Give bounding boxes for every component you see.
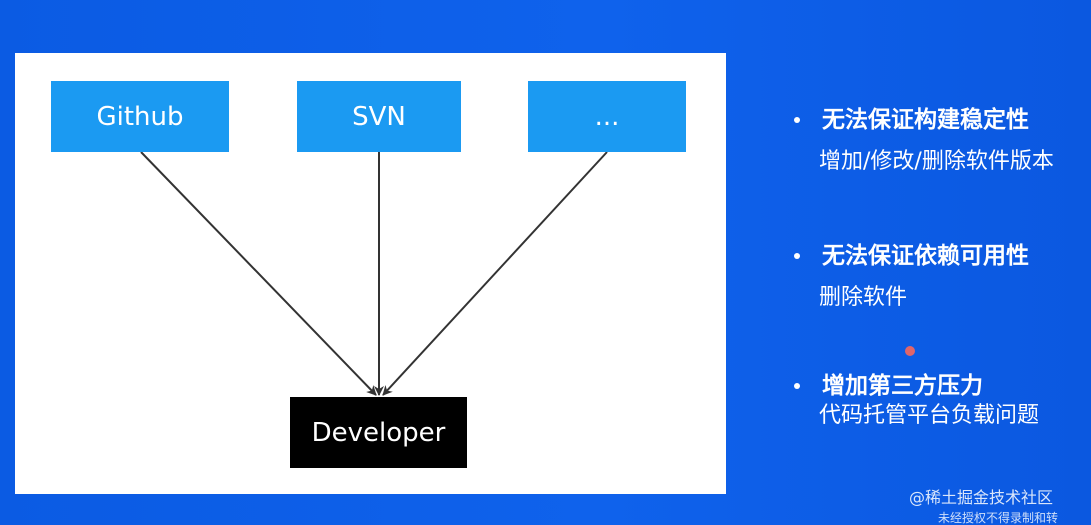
pointer-dot-icon <box>905 346 915 356</box>
note-title: 增加第三方压力 <box>822 373 983 399</box>
note-detail: 代码托管平台负载问题 <box>819 403 1040 428</box>
arrow-more-to-developer <box>382 151 608 396</box>
source-box-more: ... <box>528 81 686 152</box>
note-item: 无法保证构建稳定性 增加/修改/删除软件版本 <box>788 104 1088 176</box>
note-title: 无法保证构建稳定性 <box>822 107 1029 133</box>
note-title-row: 增加第三方压力 <box>788 370 1088 402</box>
bullet-icon <box>794 253 800 259</box>
note-detail: 增加/修改/删除软件版本 <box>819 149 1054 174</box>
diagram-arrows <box>140 151 608 396</box>
source-box-github: Github <box>51 81 229 152</box>
watermark: @稀土掘金技术社区 <box>909 488 1054 507</box>
diagram-canvas: Github SVN ... Developer <box>15 53 726 494</box>
note-title-row: 无法保证构建稳定性 <box>788 104 1088 136</box>
note-item: 增加第三方压力 代码托管平台负载问题 <box>788 370 1088 430</box>
note-detail: 删除软件 <box>819 285 908 310</box>
developer-label: Developer <box>311 417 446 448</box>
arrow-github-to-developer <box>140 151 377 396</box>
developer-box: Developer <box>290 397 467 468</box>
bullet-icon <box>794 117 800 123</box>
watermark-notice: 未经授权不得录制和转 <box>938 511 1059 525</box>
note-title-row: 无法保证依赖可用性 <box>788 240 1088 272</box>
source-box-svn: SVN <box>297 81 461 152</box>
source-label-svn: SVN <box>352 101 406 132</box>
note-item: 无法保证依赖可用性 删除软件 <box>788 240 1088 312</box>
source-label-github: Github <box>96 101 184 132</box>
note-title: 无法保证依赖可用性 <box>822 243 1029 269</box>
bullet-icon <box>794 383 800 389</box>
source-label-more: ... <box>594 101 620 132</box>
